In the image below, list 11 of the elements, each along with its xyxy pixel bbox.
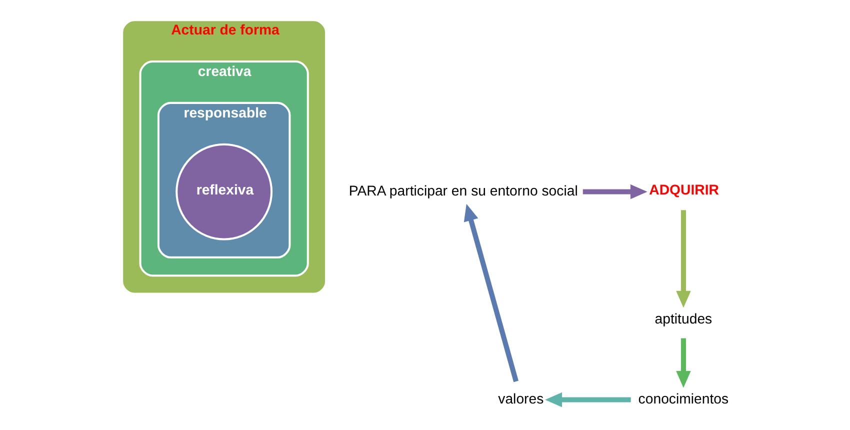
arrow (464, 204, 518, 382)
node-text: aptitudes (654, 310, 712, 327)
arrow (676, 210, 691, 308)
node-text: valores (498, 390, 544, 406)
arrow (676, 338, 691, 388)
arrow (582, 184, 648, 200)
arrow (545, 392, 631, 408)
node-text: conocimientos (638, 390, 729, 406)
node-circle: reflexiva (176, 143, 273, 240)
node-text: ADQUIRIR (649, 182, 719, 198)
node-text: PARA participar en su entorno social (348, 182, 578, 199)
